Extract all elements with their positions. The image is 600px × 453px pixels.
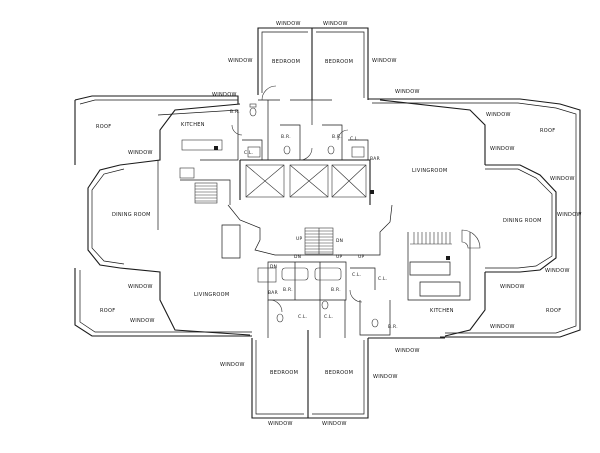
roof-label: ROOF <box>540 128 555 134</box>
window-label: WINDOW <box>268 421 293 427</box>
closet-label: C.L. <box>298 314 308 320</box>
window-label: WINDOW <box>500 284 525 290</box>
window-label: WINDOW <box>212 92 237 98</box>
bath-label: B.R. <box>332 134 342 140</box>
bedroom-label: BEDROOM <box>270 370 298 376</box>
stair-up-label: UP <box>358 254 365 260</box>
kitchen-label: KITCHEN <box>430 308 454 314</box>
window-label: WINDOW <box>490 324 515 330</box>
window-label: WINDOW <box>220 362 245 368</box>
window-label: WINDOW <box>228 58 253 64</box>
bath-label: B.R. <box>388 324 398 330</box>
bath-label: B.R. <box>283 287 293 293</box>
stair-down-label: DN <box>294 254 301 260</box>
window-label: WINDOW <box>395 89 420 95</box>
window-label: WINDOW <box>550 176 575 182</box>
dining-room-label: DINING ROOM <box>503 218 542 224</box>
window-label: WINDOW <box>486 112 511 118</box>
livingroom-label: LIVINGROOM <box>194 292 229 298</box>
walls <box>74 27 581 419</box>
roof-label: ROOF <box>100 308 115 314</box>
bedroom-label: BEDROOM <box>325 370 353 376</box>
window-label: WINDOW <box>322 421 347 427</box>
stair-down-label: DN <box>270 264 277 270</box>
stair-down-label: DN <box>336 238 343 244</box>
bath-label: B.R. <box>230 109 240 115</box>
window-label: WINDOW <box>373 374 398 380</box>
closet-label: C.L. <box>324 314 334 320</box>
window-label: WINDOW <box>545 268 570 274</box>
window-label: WINDOW <box>372 58 397 64</box>
window-label: WINDOW <box>276 21 301 27</box>
roof-label: ROOF <box>96 124 111 130</box>
fixtures <box>179 85 481 328</box>
closet-label: C.L. <box>350 136 360 142</box>
dining-room-label: DINING ROOM <box>112 212 151 218</box>
window-label: WINDOW <box>323 21 348 27</box>
window-label: WINDOW <box>130 318 155 324</box>
window-label: WINDOW <box>557 212 582 218</box>
window-label: WINDOW <box>128 150 153 156</box>
bath-label: B.R. <box>331 287 341 293</box>
bedroom-label: BEDROOM <box>325 59 353 65</box>
room-labels: WINDOW WINDOW WINDOW WINDOW WINDOW WINDO… <box>96 21 582 427</box>
bar-label: BAR <box>370 156 380 162</box>
window-label: WINDOW <box>490 146 515 152</box>
bath-label: B.R. <box>281 134 291 140</box>
closet-label: C.L. <box>244 150 254 156</box>
left-stair <box>194 182 218 204</box>
roof-label: ROOF <box>546 308 561 314</box>
stair-up-label: UP <box>336 254 343 260</box>
window-label: WINDOW <box>128 284 153 290</box>
bar-label: BAR <box>268 290 278 296</box>
right-stair <box>410 229 481 249</box>
closet-label: C.L. <box>378 276 388 282</box>
window-label: WINDOW <box>395 348 420 354</box>
closet-label: C.L. <box>352 272 362 278</box>
central-stair <box>304 227 334 255</box>
kitchen-label: KITCHEN <box>181 122 205 128</box>
stair-up-label: UP <box>296 236 303 242</box>
livingroom-label: LIVINGROOM <box>412 168 447 174</box>
bedroom-label: BEDROOM <box>272 59 300 65</box>
